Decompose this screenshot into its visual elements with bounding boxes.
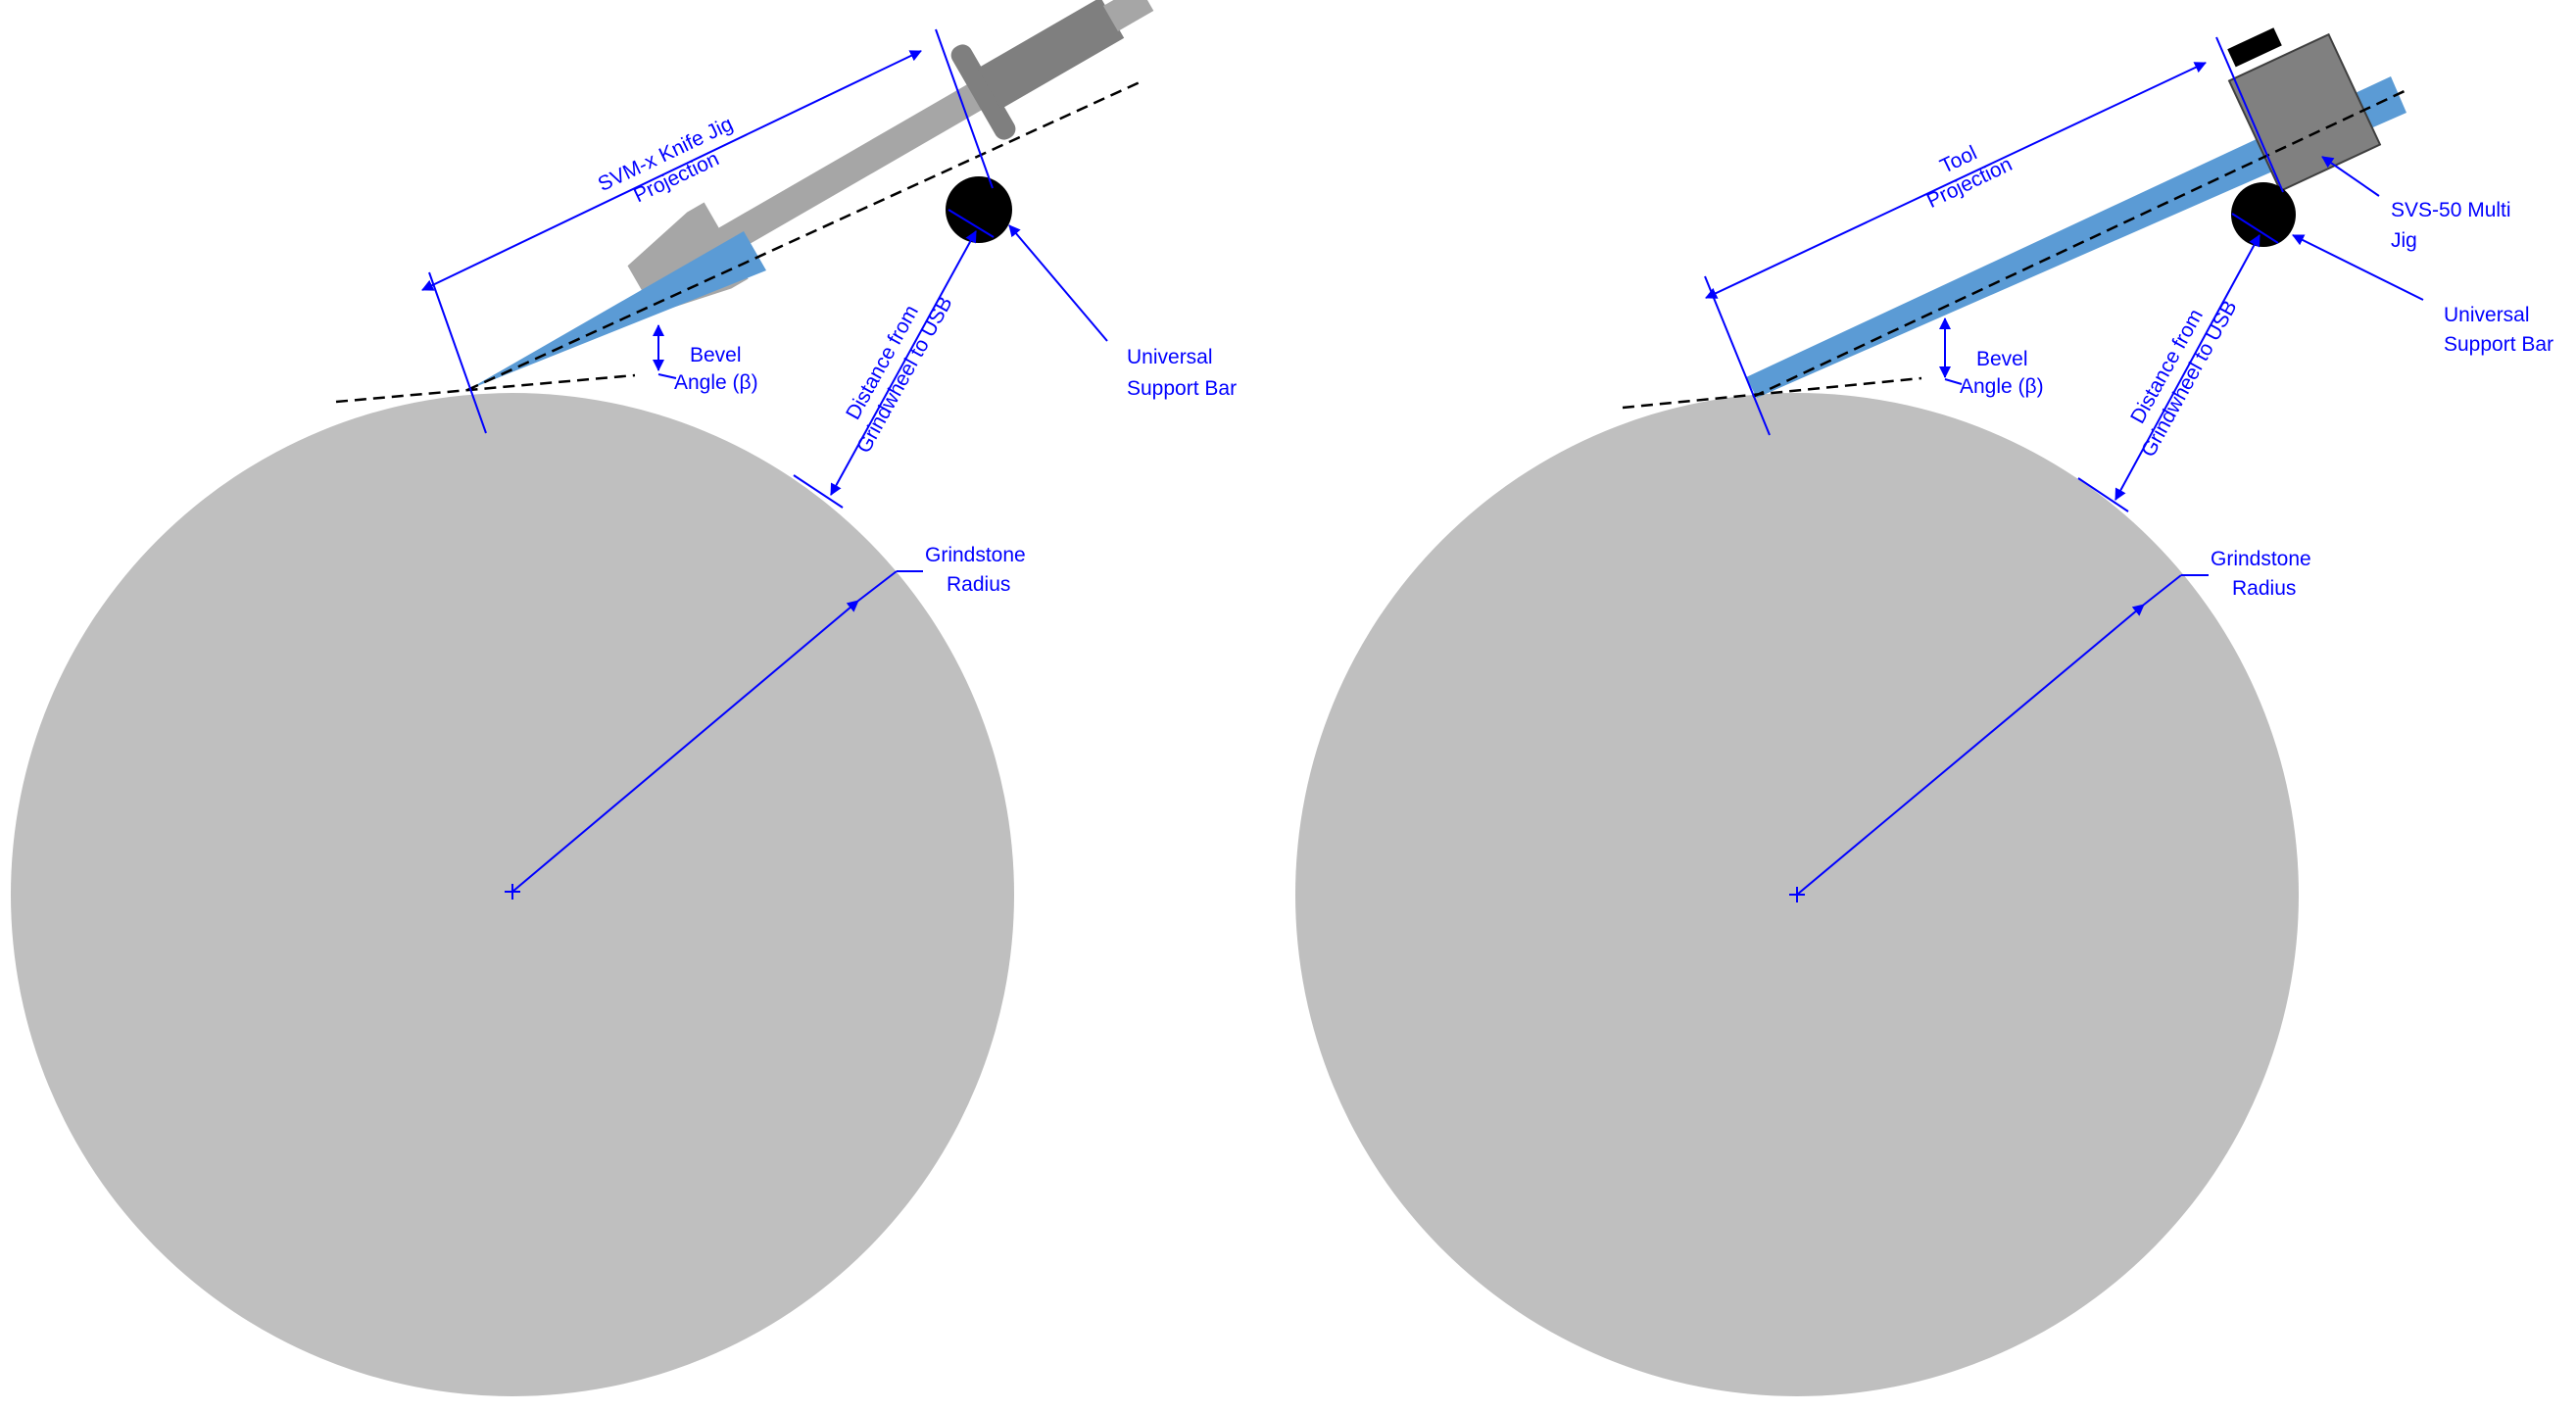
right-support-label-line1: Universal [2444,304,2530,326]
left-jig-shaft-end [977,0,1125,110]
left-bevel-label-line2: Angle (β) [674,371,758,394]
left-bevel-angle-marker [653,324,677,379]
left-radius-label-line2: Radius [947,573,1010,596]
right-bevel-label-line2: Angle (β) [1960,375,2044,398]
left-support-leader [1008,224,1108,342]
right-radius-label-line1: Grindstone [2211,548,2311,570]
left-jig-collar [950,44,1016,140]
left-universal-support-bar [946,176,1012,243]
left-tool-centerline [466,80,1141,392]
right-jig-label-line1: SVS-50 Multi [2391,199,2511,221]
left-radius-label-line1: Grindstone [925,544,1026,566]
right-universal-support-bar [2231,182,2296,247]
left-support-label-line1: Universal [1127,346,1213,368]
right-svs50-jig [2227,27,2382,193]
right-radius-leader [1796,574,2209,896]
left-tangent-line [335,373,636,404]
right-radius-label-line2: Radius [2232,577,2296,600]
left-bevel-label-line1: Bevel [690,344,742,366]
right-jig-leader [2321,156,2380,197]
right-distance-dimension [2077,213,2279,512]
right-bevel-angle-marker [1939,317,1963,385]
left-projection-dimension [421,28,994,434]
right-support-leader [2292,234,2424,301]
right-diagram: Tool Projection Bevel Angle (β) Distance… [1295,27,2553,1396]
right-bevel-label-line1: Bevel [1976,348,2028,370]
left-radius-leader [511,570,923,893]
right-jig-knob [2227,27,2282,68]
left-support-label-line2: Support Bar [1127,377,1237,400]
right-jig-label-line2: Jig [2391,229,2417,252]
left-distance-dimension [793,209,995,509]
right-projection-dimension [1704,36,2284,436]
right-tangent-line [1622,376,1922,410]
right-support-label-line2: Support Bar [2444,333,2553,356]
left-jig-knob [1102,0,1154,31]
left-diagram: SVM-x Knife Jig Projection Bevel Angle (… [11,0,1237,1396]
